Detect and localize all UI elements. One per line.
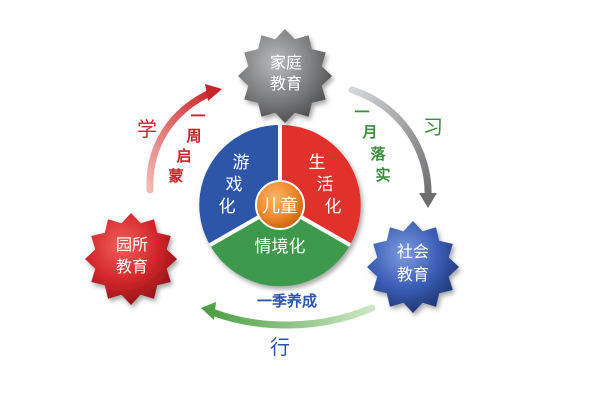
arrow-left-head (205, 84, 222, 101)
arrow-bottom-head (201, 302, 216, 320)
node-society-line1: 社会 (397, 242, 429, 261)
segment-blue-char-2: 戏 (226, 175, 243, 195)
node-school-star (85, 213, 177, 305)
segment-green-label: 情境化 (255, 237, 306, 257)
segment-red-char-2: 活 (317, 175, 334, 195)
arc-left-phrase-4: 蒙 (168, 167, 183, 185)
center-label: 儿童 (262, 196, 298, 217)
node-family (238, 29, 332, 123)
node-school (85, 213, 177, 305)
node-society-line2: 教育 (397, 265, 429, 284)
center-circle (255, 180, 305, 230)
node-school-line1: 园所 (116, 235, 148, 254)
arc-left-word: 学 (137, 117, 157, 141)
arc-left-phrase-3: 启 (176, 147, 191, 165)
segment-blue-char-3: 化 (219, 197, 236, 217)
segment-red-label: 生 活 化 (309, 153, 342, 217)
arc-bottom-word: 行 (270, 335, 290, 359)
arrow-right-head (419, 193, 437, 208)
arc-right-phrase-1: 一 (354, 103, 369, 121)
arc-left-phrase-1: 一 (190, 107, 205, 125)
segment-red-char-1: 生 (309, 153, 326, 173)
arc-bottom-phrase: 一季养成 (257, 292, 317, 310)
node-society (367, 221, 459, 313)
arc-right (348, 86, 437, 208)
segment-blue-char-1: 游 (233, 153, 250, 173)
node-school-line2: 教育 (116, 257, 148, 276)
arc-right-phrase: 一 月 落 实 (354, 103, 390, 184)
node-family-line1: 家庭 (270, 53, 302, 72)
arc-right-phrase-2: 月 (361, 123, 377, 141)
arc-left-phrase: 一 周 启 蒙 (168, 107, 205, 185)
node-society-star (367, 221, 459, 313)
arc-right-phrase-3: 落 (370, 145, 386, 163)
arc-left-phrase-2: 周 (186, 127, 201, 145)
segment-red-char-3: 化 (325, 197, 342, 217)
segment-blue-label: 游 戏 化 (219, 153, 250, 217)
arc-right-word: 习 (423, 115, 443, 139)
node-family-star (238, 29, 332, 123)
arc-left (146, 84, 222, 194)
arc-bottom (201, 302, 376, 329)
arc-right-phrase-4: 实 (375, 166, 390, 184)
node-family-line2: 教育 (270, 74, 302, 93)
